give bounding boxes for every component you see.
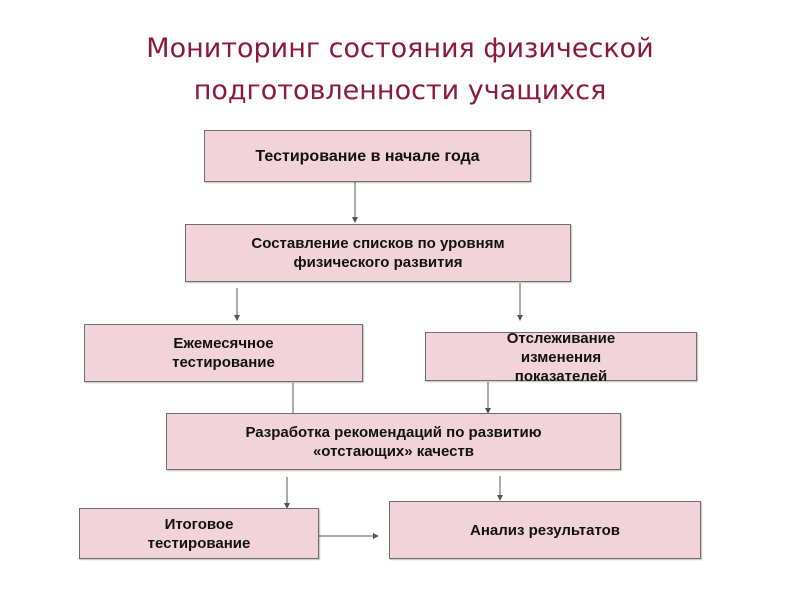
node-tracking-line-1: Отслеживание <box>506 330 616 347</box>
node-analysis-label: Анализ результатов <box>470 521 620 539</box>
node-start-testing-label: Тестирование в начале года <box>255 147 480 165</box>
node-final-testing-line-2: тестирование <box>147 534 251 552</box>
node-lists: Составление списков по уровням физическо… <box>185 224 571 282</box>
node-lists-line-1: Составление списков по уровням <box>251 235 505 252</box>
node-monthly: Ежемесячное тестирование <box>84 324 363 382</box>
node-monthly-line-2: тестирование <box>172 354 275 371</box>
node-start-testing: Тестирование в начале года <box>204 130 531 182</box>
node-final-testing-line-1: Итоговое <box>164 515 234 533</box>
node-final-testing: Итоговое тестирование <box>79 508 319 559</box>
diagram-title: Мониторинг состояния физической подготов… <box>0 28 800 112</box>
node-recommendations-line-2: «отстающих» качеств <box>312 442 475 460</box>
title-line-1: Мониторинг состояния физической <box>146 33 654 64</box>
node-tracking-line-2: изменения <box>520 349 602 366</box>
node-recommendations: Разработка рекомендаций по развитию «отс… <box>166 413 621 470</box>
node-lists-line-2: физического развития <box>293 254 463 271</box>
title-line-2: подготовленности учащихся <box>193 75 607 106</box>
node-tracking: Отслеживание изменения показателей <box>425 330 697 385</box>
node-analysis: Анализ результатов <box>389 501 701 559</box>
node-recommendations-line-1: Разработка рекомендаций по развитию <box>245 423 542 441</box>
node-tracking-line-3: показателей <box>514 368 608 385</box>
node-monthly-line-1: Ежемесячное <box>173 335 274 352</box>
